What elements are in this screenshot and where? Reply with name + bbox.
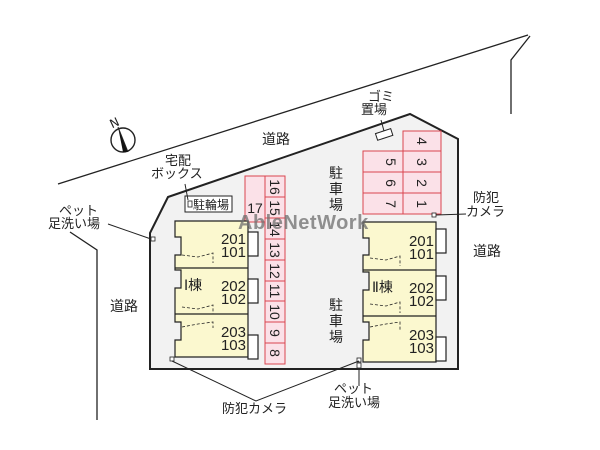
unit-2-202: 202 bbox=[408, 280, 434, 297]
camera-marker-s bbox=[356, 357, 362, 363]
parking-space-8: 8 bbox=[267, 349, 283, 357]
parking-space-11: 11 bbox=[267, 283, 283, 299]
unit-1-201: 201 bbox=[220, 231, 246, 248]
unit-1-102: 102 bbox=[220, 291, 246, 308]
unit-2-201: 201 bbox=[408, 233, 434, 250]
building-2-name: Ⅱ棟 bbox=[372, 280, 393, 296]
unit-1-202: 202 bbox=[220, 278, 246, 295]
unit-2-103: 103 bbox=[408, 340, 434, 357]
parking-space-5: 5 bbox=[383, 158, 399, 166]
unit-2-102: 102 bbox=[408, 293, 434, 310]
camera-east-label-2: カメラ bbox=[466, 205, 506, 220]
parking-space-10: 10 bbox=[267, 304, 283, 320]
garbage-label-2: 置場 bbox=[361, 103, 388, 118]
parking-space-3: 3 bbox=[414, 158, 430, 166]
parking-space-17: 17 bbox=[247, 200, 263, 216]
unit-2-101: 101 bbox=[408, 246, 434, 263]
building-1 bbox=[174, 220, 259, 360]
building-1-name: Ⅰ棟 bbox=[184, 278, 203, 294]
camera-south-label: 防犯カメラ bbox=[222, 402, 288, 417]
camera-marker-east bbox=[431, 212, 437, 218]
bicycle-parking-label: 駐輪場 bbox=[193, 198, 230, 212]
pet-wash-south-label-2: 足洗い場 bbox=[328, 396, 381, 411]
parking-label-lower: 駐車場 bbox=[329, 298, 343, 346]
road-edge-east bbox=[510, 35, 531, 114]
camera-marker-sw bbox=[169, 356, 175, 362]
parking-center bbox=[244, 175, 286, 365]
parking-label-upper: 駐車場 bbox=[329, 166, 343, 214]
unit-1-203: 203 bbox=[220, 324, 246, 341]
building-2 bbox=[362, 221, 447, 363]
pet-wash-west-label-2: 足洗い場 bbox=[48, 217, 101, 232]
bicycle-parking-box bbox=[184, 195, 233, 213]
pet-wash-marker-south bbox=[356, 362, 362, 369]
watermark: AbleNetWork bbox=[238, 212, 369, 234]
parking-space-7: 7 bbox=[383, 200, 399, 208]
garbage-label-1: ゴミ bbox=[368, 90, 395, 105]
delivery-box-label-1: 宅配 bbox=[165, 154, 192, 169]
pet-wash-south-label-1: ペット bbox=[334, 382, 374, 397]
parking-space-1: 1 bbox=[414, 200, 430, 208]
pet-wash-marker-west bbox=[150, 236, 156, 242]
parking-space-4: 4 bbox=[414, 137, 430, 145]
parking-space-9: 9 bbox=[267, 329, 283, 337]
road-label-north: 道路 bbox=[262, 132, 290, 148]
parking-space-13: 13 bbox=[267, 242, 283, 258]
camera-east-label-1: 防犯 bbox=[473, 191, 500, 206]
unit-1-103: 103 bbox=[220, 337, 246, 354]
road-edge-north bbox=[57, 34, 529, 185]
unit-1-101: 101 bbox=[220, 244, 246, 261]
road-edge-west bbox=[69, 231, 98, 420]
parking-space-16: 16 bbox=[267, 179, 283, 195]
pet-wash-west-label-1: ペット bbox=[59, 204, 99, 219]
road-label-west: 道路 bbox=[110, 299, 138, 315]
parking-space-12: 12 bbox=[267, 263, 283, 279]
parking-space-2: 2 bbox=[414, 179, 430, 187]
garbage-station bbox=[374, 128, 394, 141]
compass-icon bbox=[110, 126, 136, 153]
delivery-box-label-2: ボックス bbox=[151, 167, 203, 182]
parking-east bbox=[362, 130, 442, 215]
unit-2-203: 203 bbox=[408, 327, 434, 344]
parking-space-6: 6 bbox=[383, 179, 399, 187]
road-label-east: 道路 bbox=[473, 244, 501, 260]
